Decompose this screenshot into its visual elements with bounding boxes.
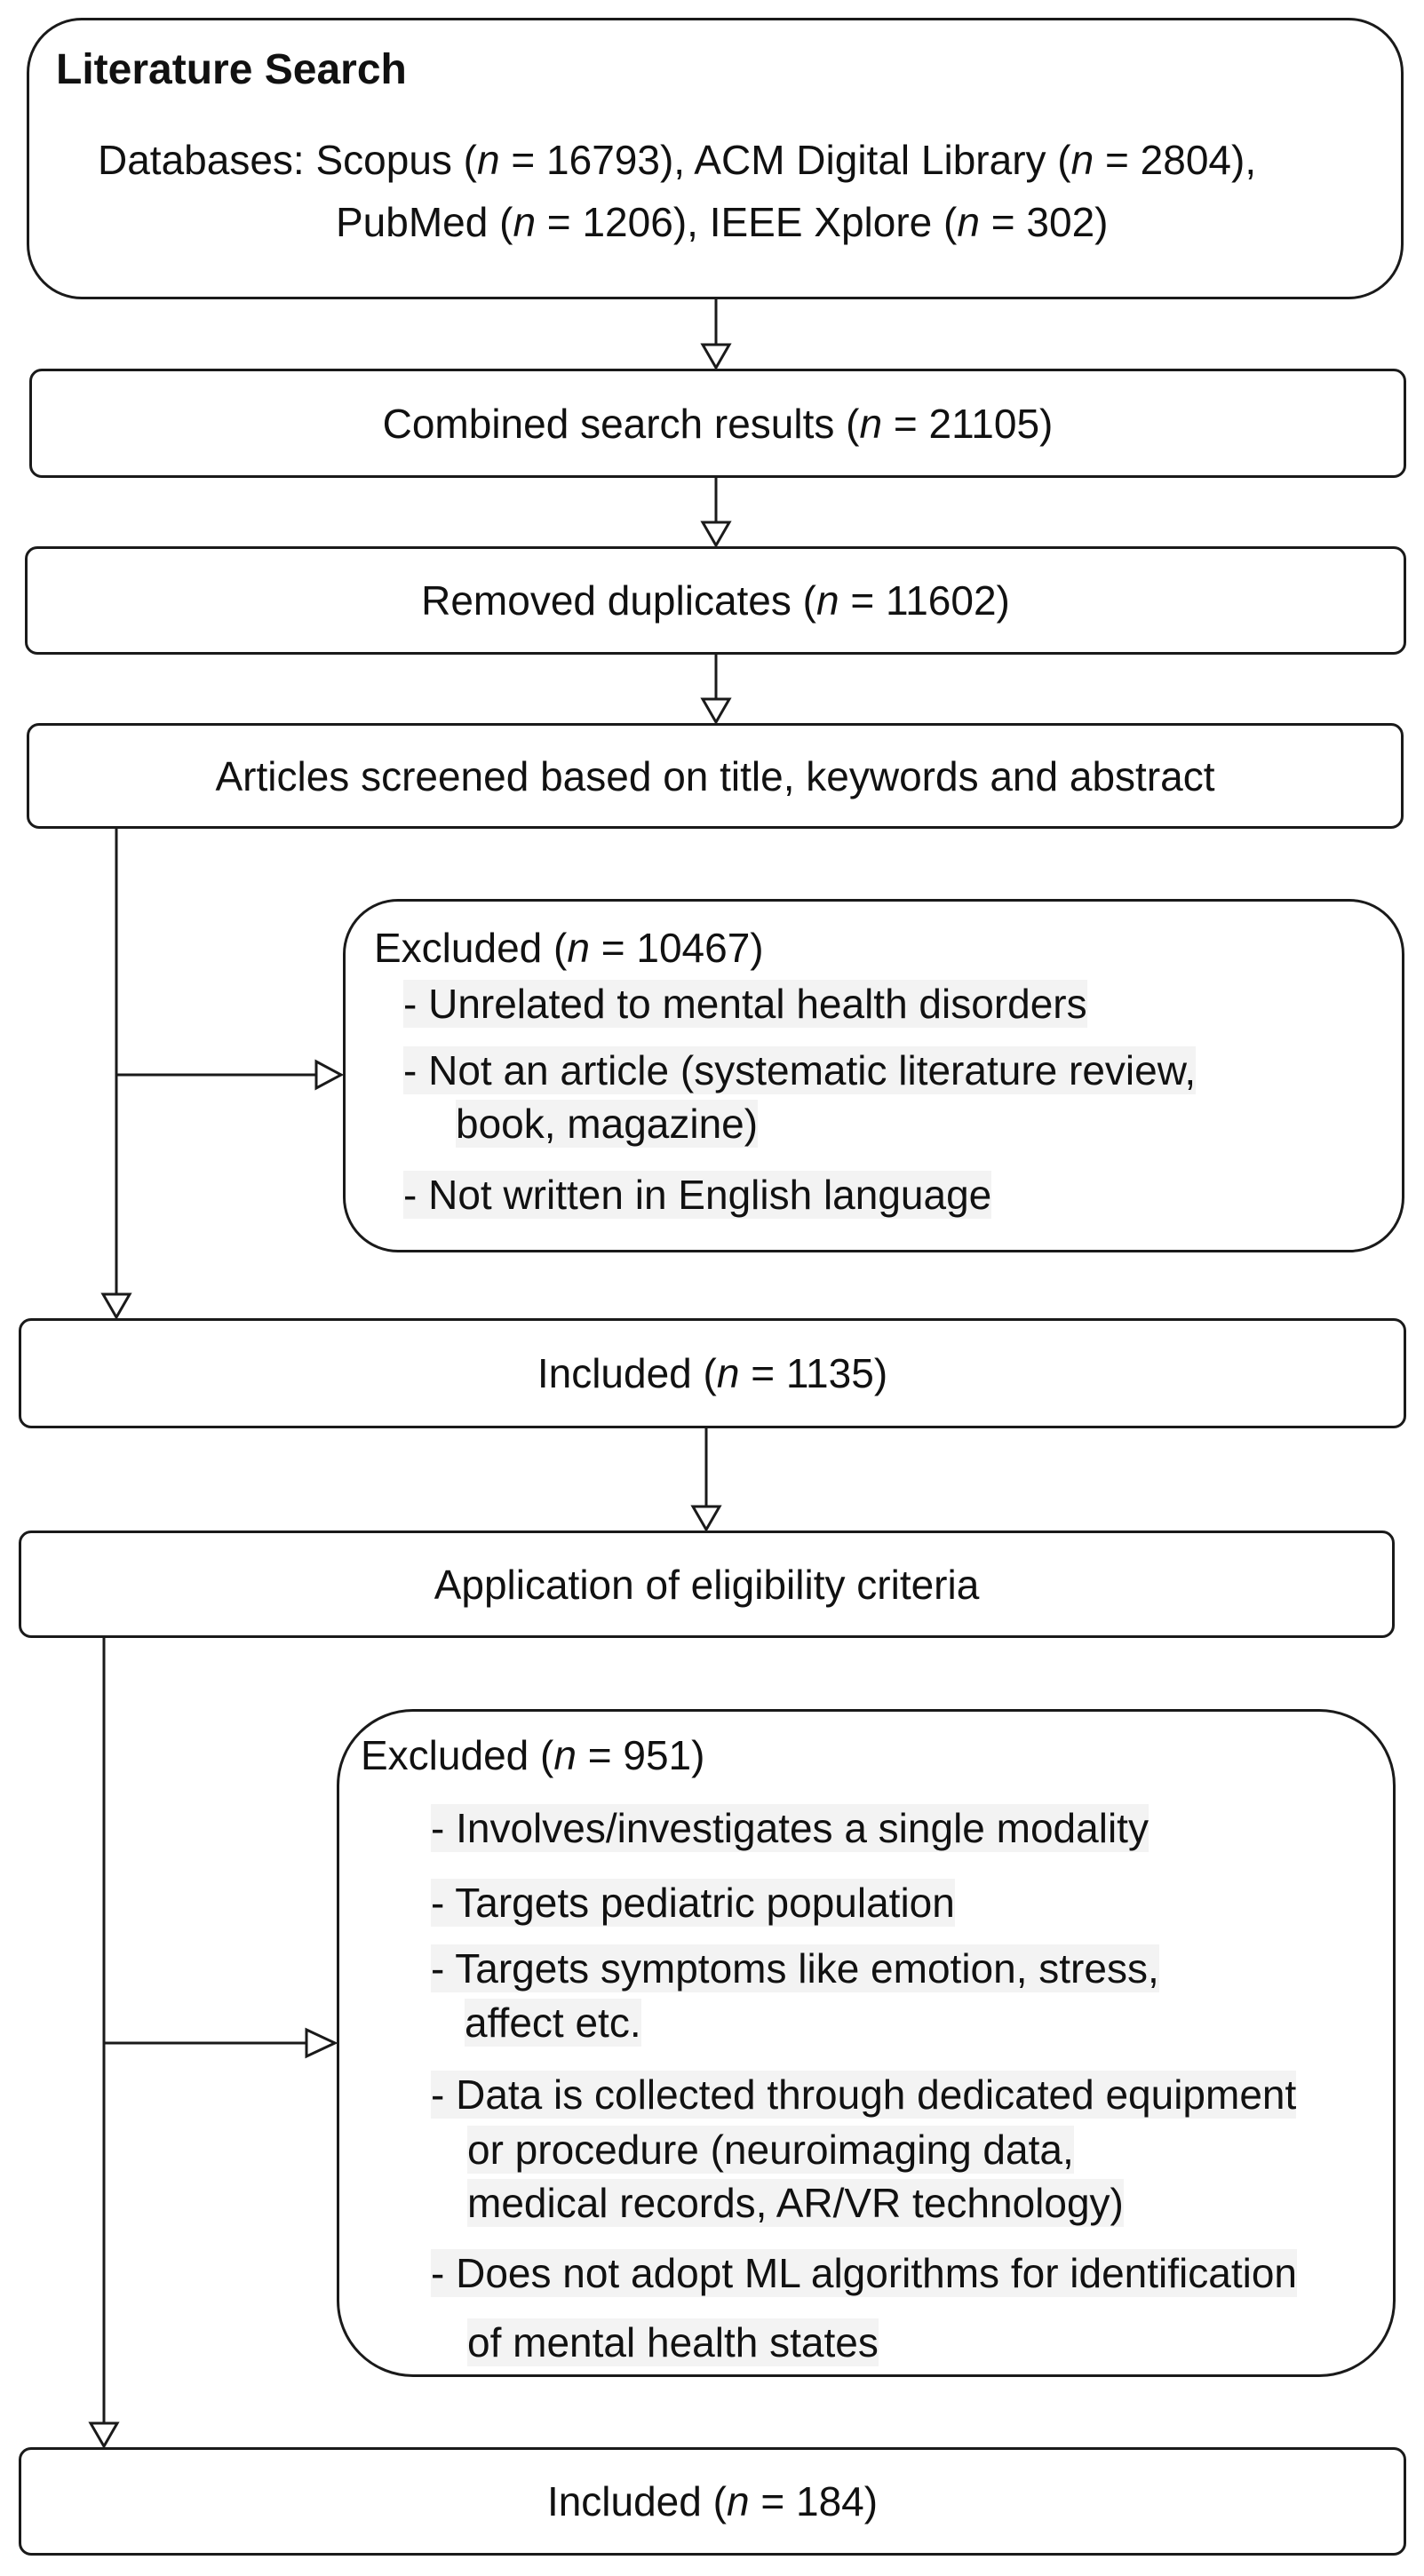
n-symbol: n bbox=[513, 199, 537, 245]
combined-results-box: Combined search results (n = 21105) bbox=[29, 369, 1406, 478]
n-symbol: n bbox=[726, 2478, 750, 2524]
equals-sign: = bbox=[499, 137, 547, 183]
pubmed-label: PubMed ( bbox=[336, 199, 513, 245]
excluded-2-reason-5: - Does not adopt ML algorithms for ident… bbox=[431, 2249, 1298, 2297]
databases-line-2: PubMed (n = 1206), IEEE Xplore (n = 302) bbox=[336, 198, 1108, 246]
excluded-2-reason-4-cont-1: or procedure (neuroimaging data, bbox=[467, 2126, 1074, 2174]
combined-label: Combined search results ( bbox=[382, 400, 860, 447]
included-1-label: Included ( bbox=[537, 1350, 717, 1396]
excluded-1-label: Excluded ( bbox=[374, 925, 568, 971]
equals-sign: = bbox=[739, 1350, 786, 1396]
arrowhead-combined bbox=[700, 343, 732, 371]
arrowhead-included-1 bbox=[100, 1292, 132, 1321]
included-1-close: ) bbox=[873, 1350, 888, 1396]
combined-close: ) bbox=[1039, 400, 1054, 447]
ieee-close: ) bbox=[1094, 199, 1109, 245]
removed-duplicates-box: Removed duplicates (n = 11602) bbox=[25, 546, 1406, 655]
excluded-2-count: 951 bbox=[623, 1732, 692, 1778]
pubmed-count: 1206 bbox=[582, 199, 673, 245]
acm-count: 2804 bbox=[1140, 137, 1231, 183]
equals-sign: = bbox=[839, 577, 887, 624]
n-symbol: n bbox=[567, 925, 590, 971]
literature-search-box: Literature Search Databases: Scopus (n =… bbox=[27, 18, 1404, 299]
excluded-2-reason-3-cont: affect etc. bbox=[465, 1999, 641, 2047]
duplicates-count: 11602 bbox=[886, 577, 997, 624]
included-box-1: Included (n = 1135) bbox=[19, 1318, 1406, 1428]
equals-sign: = bbox=[749, 2478, 796, 2524]
n-symbol: n bbox=[553, 1732, 577, 1778]
ieee-label: ), IEEE Xplore ( bbox=[672, 199, 958, 245]
excluded-1-close: ) bbox=[750, 925, 764, 971]
excluded-1-reason-1: - Unrelated to mental health disorders bbox=[403, 980, 1087, 1028]
arrowhead-screened bbox=[700, 697, 732, 726]
equals-sign: = bbox=[979, 199, 1027, 245]
arrowhead-duplicates bbox=[700, 521, 732, 549]
arrowhead-included-2 bbox=[88, 2421, 120, 2450]
included-2-label: Included ( bbox=[546, 2478, 727, 2524]
equals-sign: = bbox=[589, 925, 637, 971]
equals-sign: = bbox=[882, 400, 929, 447]
n-symbol: n bbox=[716, 1350, 740, 1396]
excluded-1-header: Excluded (n = 10467) bbox=[374, 924, 764, 972]
excluded-box-2: Excluded (n = 951) - Involves/investigat… bbox=[337, 1709, 1396, 2377]
excluded-1-reason-3: - Not written in English language bbox=[403, 1171, 992, 1219]
combined-count: 21105 bbox=[928, 400, 1040, 447]
included-1-count: 1135 bbox=[785, 1350, 874, 1396]
excluded-2-reason-3: - Targets symptoms like emotion, stress, bbox=[431, 1944, 1159, 1992]
acm-label: ), ACM Digital Library ( bbox=[659, 137, 1071, 183]
duplicates-label: Removed duplicates ( bbox=[421, 577, 816, 624]
articles-screened-text: Articles screened based on title, keywor… bbox=[215, 752, 1215, 799]
eligibility-text: Application of eligibility criteria bbox=[434, 1561, 980, 1608]
arrowhead-excluded-2 bbox=[305, 2027, 338, 2059]
excluded-2-close: ) bbox=[691, 1732, 705, 1778]
included-2-text: Included (n = 184) bbox=[21, 2450, 1404, 2553]
eligibility-box: Application of eligibility criteria bbox=[19, 1530, 1395, 1638]
removed-duplicates-text: Removed duplicates (n = 11602) bbox=[28, 549, 1404, 652]
articles-screened-box: Articles screened based on title, keywor… bbox=[27, 723, 1404, 829]
ieee-count: 302 bbox=[1026, 199, 1095, 245]
acm-close: ), bbox=[1231, 137, 1257, 183]
n-symbol: n bbox=[957, 199, 980, 245]
included-2-close: ) bbox=[863, 2478, 879, 2524]
arrowhead-eligibility bbox=[690, 1505, 722, 1533]
excluded-2-reason-1: - Involves/investigates a single modalit… bbox=[431, 1804, 1149, 1852]
excluded-2-label: Excluded ( bbox=[361, 1732, 554, 1778]
excluded-2-header: Excluded (n = 951) bbox=[361, 1731, 704, 1779]
arrowhead-excluded-1 bbox=[314, 1059, 345, 1091]
databases-line-1: Databases: Scopus (n = 16793), ACM Digit… bbox=[98, 136, 1256, 184]
excluded-2-reason-2: - Targets pediatric population bbox=[431, 1879, 955, 1927]
combined-results-text: Combined search results (n = 21105) bbox=[32, 371, 1404, 475]
scopus-count: 16793 bbox=[546, 137, 660, 183]
included-2-count: 184 bbox=[795, 2478, 864, 2524]
duplicates-close: ) bbox=[996, 577, 1010, 624]
n-symbol: n bbox=[859, 400, 883, 447]
excluded-2-reason-4: - Data is collected through dedicated eq… bbox=[431, 2071, 1297, 2119]
equals-sign: = bbox=[576, 1732, 624, 1778]
excluded-2-reason-5-cont: of mental health states bbox=[467, 2318, 879, 2366]
literature-search-title: Literature Search bbox=[56, 46, 407, 93]
included-1-text: Included (n = 1135) bbox=[21, 1321, 1404, 1426]
n-symbol: n bbox=[477, 137, 500, 183]
n-symbol: n bbox=[1070, 137, 1094, 183]
excluded-box-1: Excluded (n = 10467) - Unrelated to ment… bbox=[343, 899, 1404, 1252]
n-symbol: n bbox=[816, 577, 839, 624]
excluded-1-count: 10467 bbox=[636, 925, 751, 971]
excluded-2-reason-4-cont-2: medical records, AR/VR technology) bbox=[467, 2179, 1124, 2227]
databases-label: Databases: Scopus ( bbox=[98, 137, 478, 183]
included-box-2: Included (n = 184) bbox=[19, 2447, 1406, 2556]
excluded-1-reason-2-cont: book, magazine) bbox=[456, 1100, 759, 1148]
equals-sign: = bbox=[536, 199, 583, 245]
excluded-1-reason-2: - Not an article (systematic literature … bbox=[403, 1046, 1197, 1094]
equals-sign: = bbox=[1094, 137, 1141, 183]
